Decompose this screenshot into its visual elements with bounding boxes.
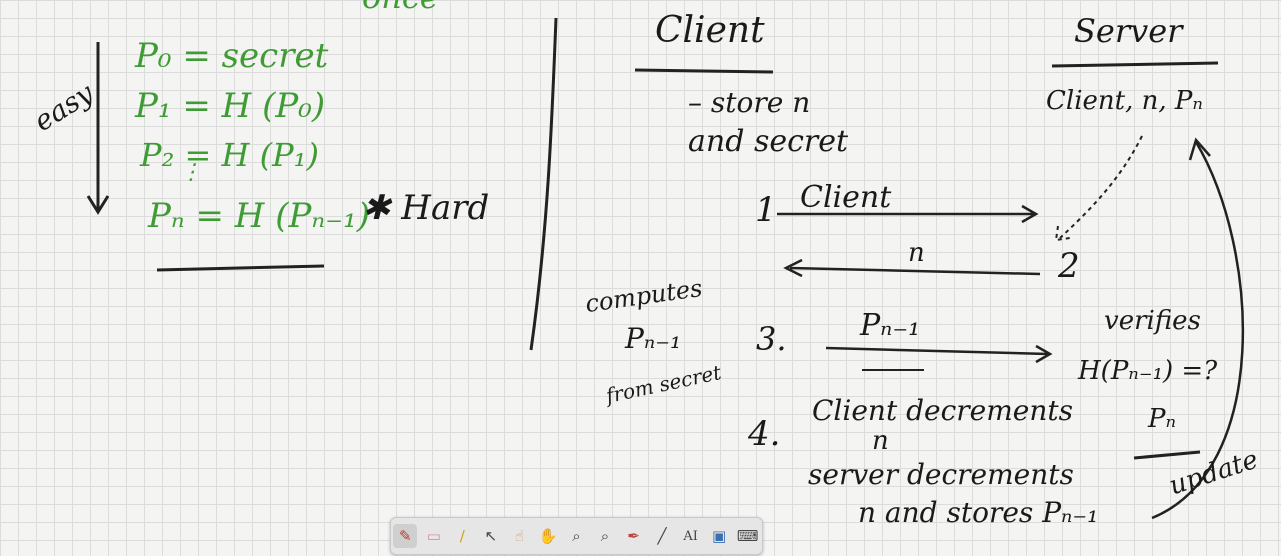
easy-arrow: [86, 42, 110, 215]
step3-label: Pₙ₋₁: [860, 308, 921, 343]
line-icon[interactable]: ╱: [657, 527, 667, 545]
step4-line3: server decrements: [808, 458, 1074, 491]
step1-arrow: [777, 204, 1039, 224]
client-note-line1: – store n: [688, 86, 811, 119]
step4-line4: n and stores Pₙ₋₁: [858, 496, 1099, 529]
equation-pn: Pₙ = H (Pₙ₋₁): [148, 196, 370, 236]
client-note-line2: and secret: [688, 124, 849, 159]
left-underline: [156, 264, 325, 272]
step2-arrow: [783, 258, 1041, 278]
dotted-arrow: [1054, 135, 1143, 242]
zoom-in-icon[interactable]: ⌕: [572, 527, 581, 545]
equation-p1: P₁ = H (P₀): [135, 86, 326, 126]
eraser-icon[interactable]: ▭: [426, 527, 441, 545]
hand-point-icon[interactable]: ☝: [514, 527, 524, 545]
verifies-line1: verifies: [1104, 306, 1201, 336]
pen-icon[interactable]: ✎: [393, 524, 418, 548]
server-fields: Client, n, Pₙ: [1046, 86, 1203, 116]
step2-label: n: [908, 238, 925, 268]
update-loop-arrow: [1151, 137, 1245, 520]
server-underline: [1051, 61, 1219, 68]
eyedropper-icon[interactable]: ✒: [627, 527, 640, 545]
annotation-toolbar: ✎ ▭ ∕ ↖ ☝ ✋ ⌕ ⌕ ✒ ╱ AI ▣ ⌨: [390, 517, 763, 555]
pn-underline: [1133, 450, 1201, 460]
step4-line2: n: [872, 426, 889, 456]
step4-number: 4.: [748, 414, 781, 454]
equation-p0: P₀ = secret: [135, 36, 329, 76]
step1-number: 1: [755, 190, 777, 230]
equation-p2: P₂ = H (P₁): [140, 136, 319, 174]
server-title: Server: [1074, 12, 1183, 50]
hand-pan-icon[interactable]: ✋: [538, 527, 558, 545]
step3-number: 3.: [756, 320, 787, 358]
text-tool-icon[interactable]: AI: [683, 528, 698, 544]
zoom-out-icon[interactable]: ⌕: [600, 527, 610, 545]
client-underline: [634, 68, 774, 74]
highlighter-icon[interactable]: ∕: [459, 527, 465, 545]
verifies-line3: Pₙ: [1148, 404, 1177, 434]
client-title: Client: [655, 10, 765, 51]
verifies-line2: H(Pₙ₋₁) =?: [1078, 356, 1218, 386]
pointer-icon[interactable]: ↖: [484, 527, 498, 545]
computes-line2: Pₙ₋₁: [625, 322, 682, 355]
top-fragment-text: once: [362, 0, 439, 16]
hard-label: ✱ Hard: [362, 188, 490, 228]
keyboard-icon[interactable]: ⌨: [736, 527, 759, 545]
step2-number: 2: [1058, 246, 1080, 286]
image-icon[interactable]: ▣: [712, 527, 727, 545]
step1-label: Client: [800, 180, 892, 215]
divider-line: [529, 17, 558, 351]
step4-line1: Client decrements: [812, 394, 1073, 427]
step3-arrow: [825, 344, 1053, 364]
equation-dots: ⋮: [180, 160, 202, 185]
